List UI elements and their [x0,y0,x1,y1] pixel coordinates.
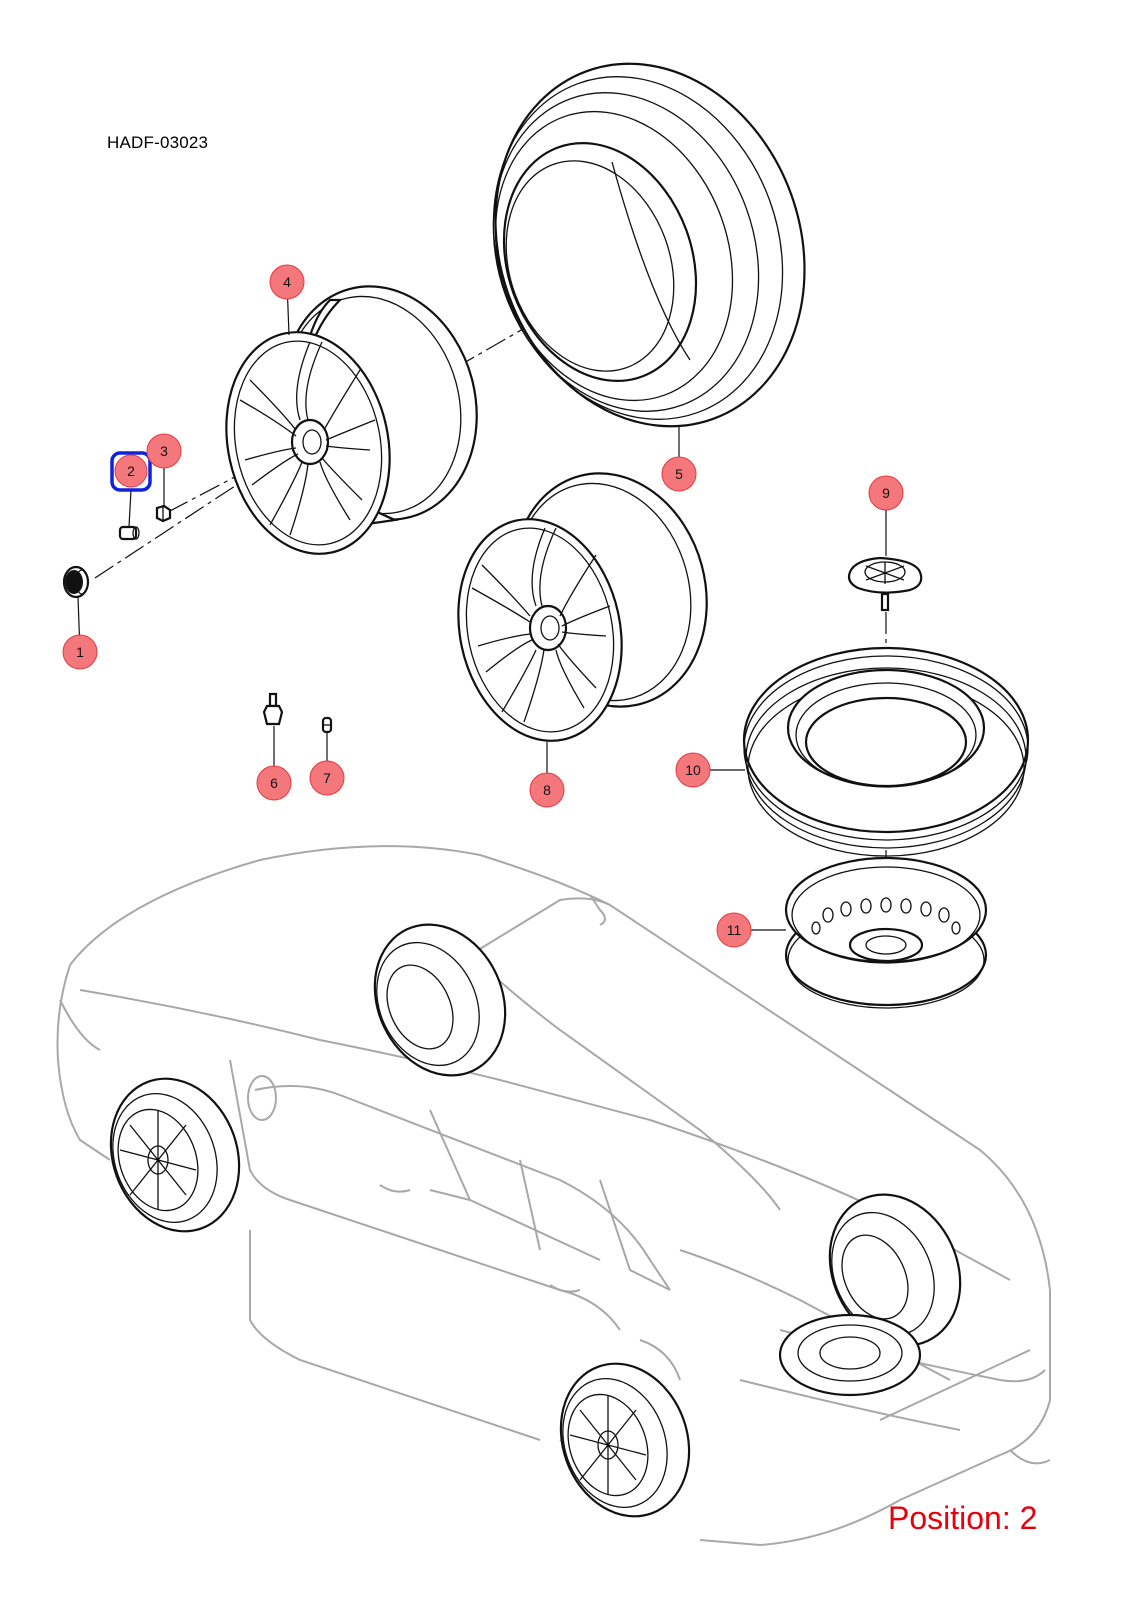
spare-retainer-9 [847,556,923,612]
svg-text:8: 8 [543,782,551,798]
svg-text:10: 10 [685,762,701,778]
center-cap-1 [62,565,90,599]
svg-text:7: 7 [323,770,331,786]
car-wheels [109,923,962,1518]
callout-8[interactable]: 8 [529,772,565,808]
svg-text:6: 6 [270,775,278,791]
callout-11[interactable]: 11 [716,912,752,948]
tire-valve-6 [262,692,284,726]
svg-text:3: 3 [160,443,168,459]
callout-10[interactable]: 10 [675,752,711,788]
position-label: Position: 2 [888,1500,1038,1536]
wheel-nut-3 [155,504,172,523]
callouts: 1 2 3 4 5 6 7 8 [62,264,904,948]
callout-2[interactable]: 2 [110,451,152,492]
svg-text:2: 2 [127,463,135,479]
svg-text:11: 11 [727,922,742,938]
callout-4[interactable]: 4 [269,264,305,300]
svg-text:9: 9 [882,485,890,501]
callout-9[interactable]: 9 [868,475,904,511]
spare-wheel-11 [784,856,988,1009]
svg-text:1: 1 [76,644,84,660]
wheel-bolt-2 [118,525,140,541]
svg-text:5: 5 [675,466,683,482]
callout-5[interactable]: 5 [661,456,697,492]
spare-tire-10 [742,646,1030,857]
drawing-code: HADF-03023 [107,133,209,152]
tire-5 [492,62,806,428]
callout-7[interactable]: 7 [309,760,345,796]
callout-3[interactable]: 3 [146,433,182,469]
callout-6[interactable]: 6 [256,765,292,801]
alloy-wheel-8 [457,472,708,742]
alloy-wheel-4 [225,285,478,555]
callout-1[interactable]: 1 [62,634,98,670]
svg-text:4: 4 [283,274,291,290]
valve-cap-7 [321,716,333,734]
